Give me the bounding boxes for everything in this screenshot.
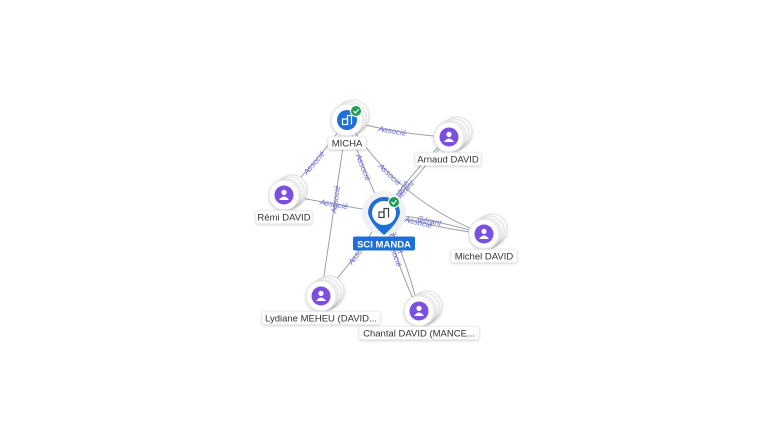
node-michel[interactable]: Michel DAVID xyxy=(450,213,518,263)
check-badge-icon xyxy=(350,105,362,117)
node-label: Arnaud DAVID xyxy=(417,154,479,165)
node-label: Lydiane MEHEU (DAVID... xyxy=(265,313,377,324)
node-label-bg xyxy=(255,210,313,224)
node-sci[interactable]: SCI MANDA xyxy=(353,191,415,251)
edge-arrow-icon: ‹ xyxy=(408,216,413,225)
edge-arrow-icon: ‹ xyxy=(382,125,387,134)
edge-arrow-icon: ‹ xyxy=(330,206,339,210)
edge-arrow-icon: ‹ xyxy=(388,231,397,237)
edge-arrow-icon: ‹ xyxy=(419,215,424,224)
edge-arrow-icon: ‹ xyxy=(349,255,358,263)
node-label-bg xyxy=(414,152,482,166)
person-icon xyxy=(409,301,429,321)
edge-label: Associé xyxy=(376,161,403,188)
node-label-bg xyxy=(450,249,518,263)
building-icon xyxy=(378,207,390,219)
edge-arrow-icon: ‹ xyxy=(379,164,387,173)
edge-label: Associé xyxy=(353,152,372,183)
person-icon xyxy=(474,224,494,244)
node-label-bg xyxy=(327,136,367,150)
person-icon xyxy=(439,127,459,147)
edge-label: Associé xyxy=(329,184,342,215)
node-arnaud[interactable]: Arnaud DAVID xyxy=(414,116,482,166)
person-icon xyxy=(311,286,331,306)
check-badge-icon xyxy=(388,196,400,208)
node-label: Chantal DAVID (MANCE... xyxy=(363,328,475,339)
edge-label: Associé xyxy=(377,124,408,138)
nodes-layer: MICHA SCI MANDA Arnaud DAVID Rémi DAVID Mich… xyxy=(255,99,518,340)
node-remi[interactable]: Rémi DAVID xyxy=(255,174,313,224)
node-lydiane[interactable]: Lydiane MEHEU (DAVID... xyxy=(261,275,381,325)
node-label: MICHA xyxy=(332,138,363,149)
node-label-bg xyxy=(261,311,381,325)
node-label: SCI MANDA xyxy=(357,240,411,251)
edge-arrow-icon: ‹ xyxy=(355,156,364,162)
node-label-bg xyxy=(358,326,480,340)
person-icon xyxy=(274,185,294,205)
node-chantal[interactable]: Chantal DAVID (MANCE... xyxy=(358,290,480,340)
node-label: Rémi DAVID xyxy=(257,212,310,223)
node-label-bg xyxy=(353,236,415,251)
edge-label: Associé xyxy=(301,149,327,177)
edge-arrow-icon: ‹ xyxy=(304,165,313,173)
node-label: Michel DAVID xyxy=(455,251,514,262)
edge-arrow-icon: ‹ xyxy=(323,198,328,207)
node-micha[interactable]: MICHA xyxy=(327,99,370,150)
